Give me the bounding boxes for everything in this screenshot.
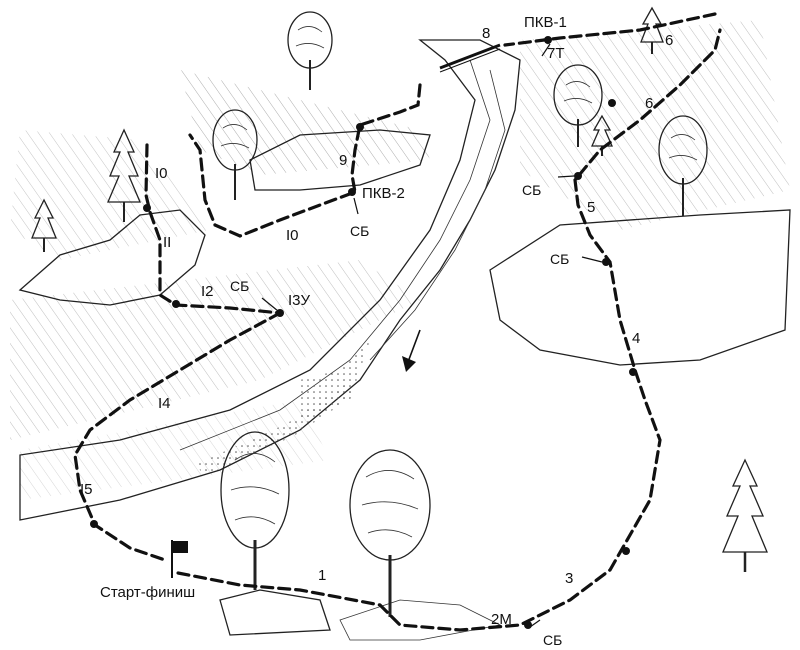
conifer-tree-icon — [107, 128, 141, 222]
label-start-finish: Старт-финиш — [100, 584, 195, 601]
label-cp-12: I2 — [201, 283, 214, 300]
deciduous-tree-icon — [658, 115, 708, 216]
label-cp-10a: I0 — [155, 165, 168, 182]
cliff-right — [489, 209, 791, 366]
label-sb-pkv2: СБ — [350, 223, 369, 239]
control-point — [90, 36, 637, 629]
route-line — [73, 12, 722, 632]
label-cp-3: 3 — [565, 570, 573, 587]
label-cp-6a: 6 — [665, 32, 673, 49]
conifer-tree-icon — [722, 458, 768, 572]
start-flag-icon — [171, 540, 188, 578]
deciduous-tree-icon — [212, 109, 258, 200]
deciduous-tree-icon — [553, 64, 603, 147]
label-cp-7t: 7Т — [547, 45, 565, 62]
river — [19, 39, 521, 521]
label-cp-10b: I0 — [286, 227, 299, 244]
label-cp-6b: 6 — [645, 95, 653, 112]
rope-crossing — [439, 43, 501, 73]
label-sb-5: СБ — [522, 182, 541, 198]
map-labels: ПКВ-1 7Т 8 6 6 5 4 3 2М 1 9 ПКВ-2 I0 I0 … — [80, 14, 673, 648]
label-cp-11: II — [163, 234, 171, 251]
river-flow-arrow-icon — [402, 329, 421, 372]
label-pkv1: ПКВ-1 — [524, 14, 567, 31]
label-sb-2m: СБ — [543, 632, 562, 648]
label-cp-2m: 2М — [491, 611, 512, 628]
label-cp-14: I4 — [158, 395, 171, 412]
conifer-tree-icon — [640, 6, 664, 54]
label-cp-4: 4 — [632, 330, 640, 347]
label-cp-5: 5 — [587, 199, 595, 216]
label-sb-4: СБ — [550, 251, 569, 267]
rock-outcrop-left — [18, 209, 206, 306]
deciduous-tree-icon — [220, 431, 290, 590]
label-cp-9: 9 — [339, 152, 347, 169]
deciduous-tree-icon — [349, 449, 431, 617]
label-cp-1: 1 — [318, 567, 326, 584]
deciduous-tree-icon — [287, 11, 333, 90]
label-sb-13u: СБ — [230, 278, 249, 294]
conifer-tree-icon — [31, 198, 57, 252]
bank-lower — [219, 589, 502, 641]
sb-arrows — [261, 43, 603, 628]
label-cp-13u: I3У — [288, 292, 311, 309]
cliff-upper-center — [249, 129, 431, 191]
label-cp-8: 8 — [482, 25, 490, 42]
label-cp-15: I5 — [80, 481, 93, 498]
label-pkv2: ПКВ-2 — [362, 185, 405, 202]
